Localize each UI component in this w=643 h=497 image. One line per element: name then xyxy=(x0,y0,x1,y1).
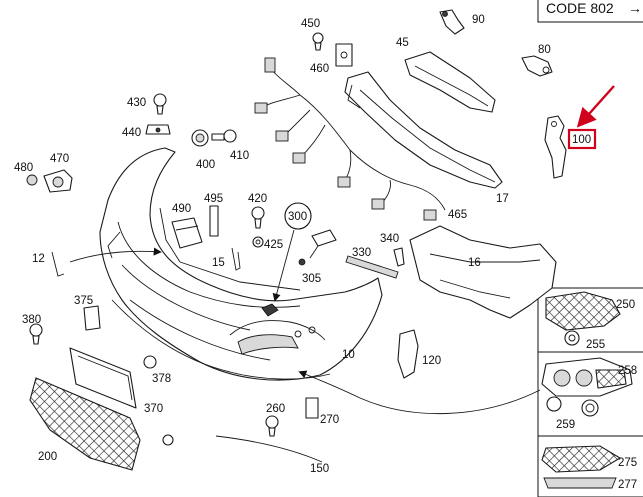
part-255 xyxy=(564,330,580,346)
bumper-cover xyxy=(99,147,383,381)
bracket-120 xyxy=(397,329,419,379)
upper-carrier-45 xyxy=(404,51,496,113)
washer-near-grille xyxy=(162,434,174,446)
part-420 xyxy=(251,206,265,229)
code-label: CODE 802 xyxy=(546,0,614,16)
callout-270: 270 xyxy=(320,414,339,426)
callout-16: 16 xyxy=(468,257,481,269)
callout-277: 277 xyxy=(618,479,637,491)
callout-465: 465 xyxy=(448,209,467,221)
wiring-harness xyxy=(254,57,446,221)
callout-378: 378 xyxy=(152,373,171,385)
callout-150: 150 xyxy=(310,463,329,475)
highlight-100: 100 xyxy=(567,85,615,150)
bracket-100 xyxy=(544,115,567,179)
callout-450: 450 xyxy=(301,18,320,30)
grille-200 xyxy=(29,377,141,471)
part-259 xyxy=(546,396,599,417)
part-260 xyxy=(265,415,279,437)
part-450 xyxy=(312,32,324,51)
callout-495: 495 xyxy=(204,193,223,205)
plate-base-370 xyxy=(69,347,137,409)
part-425 xyxy=(252,236,264,248)
callout-200: 200 xyxy=(38,451,57,463)
callout-330: 330 xyxy=(352,247,371,259)
code-label-box: CODE 802 → xyxy=(537,0,643,23)
part-12 xyxy=(51,251,65,277)
callout-labels: 450 90 45 80 460 430 440 400 410 480 470… xyxy=(14,14,637,491)
part-277 xyxy=(543,477,617,489)
sensor-300 xyxy=(284,202,337,259)
strip-150 xyxy=(215,435,323,463)
callout-430: 430 xyxy=(127,97,146,109)
callout-12: 12 xyxy=(32,253,45,265)
callout-258: 258 xyxy=(618,365,637,377)
callout-375: 375 xyxy=(74,295,93,307)
part-430 xyxy=(153,93,167,115)
callout-80: 80 xyxy=(538,44,551,56)
callout-255: 255 xyxy=(586,339,605,351)
callout-305: 305 xyxy=(302,273,321,285)
part-378 xyxy=(143,355,157,369)
callout-259: 259 xyxy=(556,419,575,431)
part-480 xyxy=(26,174,38,186)
part-375 xyxy=(83,305,101,331)
callout-120: 120 xyxy=(422,355,441,367)
control-unit-490 xyxy=(171,217,203,249)
leader-lines xyxy=(69,229,541,414)
callout-470: 470 xyxy=(50,153,69,165)
callout-15: 15 xyxy=(212,257,225,269)
part-400 xyxy=(191,129,209,147)
part-495 xyxy=(209,205,219,237)
part-305 xyxy=(298,258,306,266)
absorber-17 xyxy=(344,71,503,189)
callout-10: 10 xyxy=(342,349,355,361)
callout-17: 17 xyxy=(496,193,509,205)
callout-410: 410 xyxy=(230,150,249,162)
part-470 xyxy=(43,169,73,193)
part-270 xyxy=(305,397,319,419)
part-410 xyxy=(211,129,237,143)
frame-16 xyxy=(409,225,557,319)
callout-275: 275 xyxy=(618,457,637,469)
part-340 xyxy=(393,247,405,267)
callout-90: 90 xyxy=(472,14,485,26)
callout-480: 480 xyxy=(14,162,33,174)
callout-300: 300 xyxy=(288,211,307,223)
trim-330 xyxy=(345,255,399,279)
part-258 xyxy=(541,357,633,397)
callout-100: 100 xyxy=(572,134,591,146)
callout-460: 460 xyxy=(310,63,329,75)
callout-370: 370 xyxy=(144,403,163,415)
part-380 xyxy=(29,323,43,345)
part-275 xyxy=(541,445,622,473)
callout-380: 380 xyxy=(22,314,41,326)
callout-250: 250 xyxy=(616,299,635,311)
callout-420: 420 xyxy=(248,193,267,205)
callout-490: 490 xyxy=(172,203,191,215)
callout-440: 440 xyxy=(122,127,141,139)
code-arrow-icon: → xyxy=(628,0,642,16)
part-15 xyxy=(231,247,241,271)
part-440 xyxy=(145,124,171,135)
callout-340: 340 xyxy=(380,233,399,245)
callout-400: 400 xyxy=(196,159,215,171)
part-250 xyxy=(545,291,621,331)
part-460 xyxy=(335,43,353,67)
callout-425: 425 xyxy=(264,239,283,251)
bracket-90 xyxy=(439,9,465,35)
callout-45: 45 xyxy=(396,37,409,49)
callout-260: 260 xyxy=(266,403,285,415)
bracket-80 xyxy=(521,55,553,77)
